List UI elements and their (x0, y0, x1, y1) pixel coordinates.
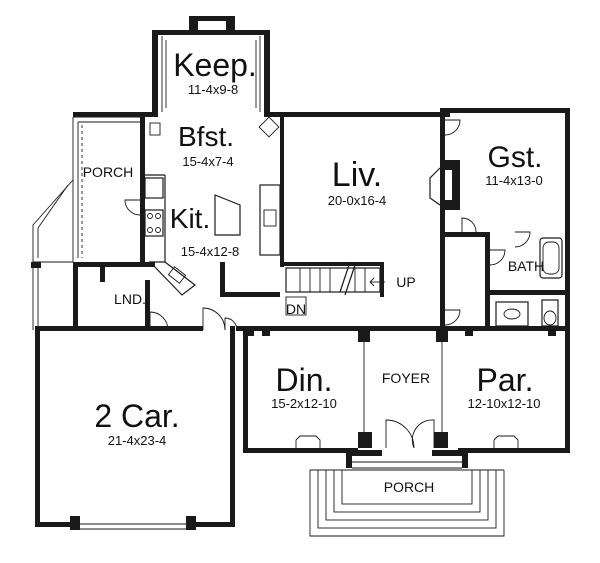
living-fireplace (429, 160, 460, 210)
room-name-par: Par. (477, 362, 534, 398)
label-foyer: FOYER (382, 370, 430, 386)
room-name-gst: Gst. (487, 141, 542, 174)
room-dims-garage: 21-4x23-4 (108, 433, 167, 448)
exterior-walls (35, 108, 570, 527)
room-dims-bfst: 15-4x7-4 (182, 154, 233, 169)
room-dims-din: 15-2x12-10 (271, 396, 337, 411)
door-swings (124, 119, 531, 449)
area-labels: PORCH PORCH FOYER BATH LND. UP DN (83, 164, 544, 495)
kitchen-fixtures (144, 116, 281, 296)
label-porch-front: PORCH (384, 479, 435, 495)
room-name-garage: 2 Car. (94, 398, 179, 434)
label-bath: BATH (508, 258, 544, 274)
room-name-kit: Kit. (170, 203, 210, 234)
side-porch (31, 116, 140, 330)
room-name-liv: Liv. (332, 156, 382, 194)
keeping-room-walls (152, 30, 270, 116)
room-name-bfst: Bfst. (178, 121, 234, 152)
label-laundry: LND. (114, 291, 146, 307)
interior-walls (100, 117, 570, 448)
room-dims-gst: 11-4x13-0 (485, 173, 543, 188)
label-stairs-up: UP (396, 274, 415, 290)
label-porch-side: PORCH (83, 164, 134, 180)
room-dims-par: 12-10x12-10 (468, 396, 541, 411)
room-dims-liv: 20-0x16-4 (328, 193, 387, 208)
room-name-din: Din. (276, 362, 333, 398)
room-labels: Keep. 11-4x9-8 Bfst. 15-4x7-4 Kit. 15-4x… (94, 47, 542, 448)
front-porch (309, 450, 505, 537)
room-name-keep: Keep. (173, 47, 257, 83)
label-stairs-down: DN (286, 301, 306, 317)
room-dims-kit: 15-4x12-8 (181, 244, 240, 259)
stairs (285, 261, 385, 316)
bath-fixtures (495, 237, 563, 327)
front-windows (295, 435, 519, 448)
room-dims-keep: 11-4x9-8 (188, 82, 238, 97)
